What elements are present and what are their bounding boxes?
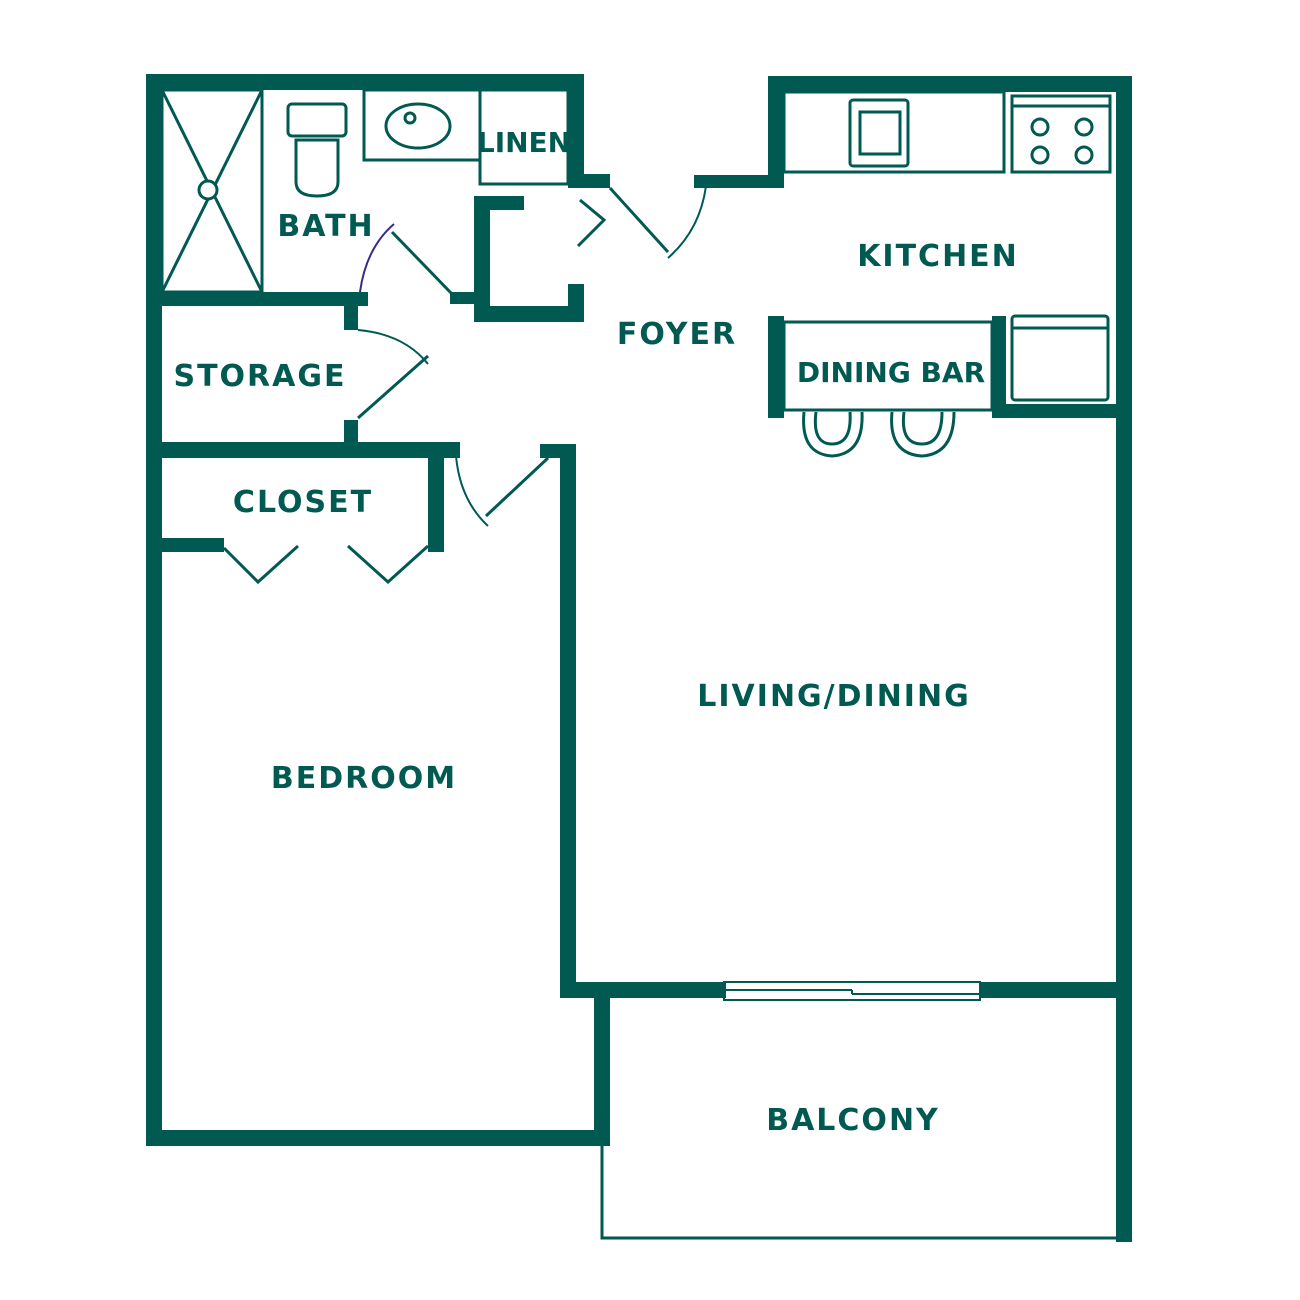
sliding-door-icon [723, 981, 981, 1001]
wall-fridge-bottom [992, 404, 1132, 418]
sink-icon [384, 102, 452, 150]
label-living-dining: LIVING/DINING [697, 679, 970, 714]
wall-top-left-right-edge [568, 74, 584, 186]
wall-storage-jamb-bottom [344, 420, 358, 446]
balcony-rail [600, 1146, 1118, 1240]
dining-bar-counter [782, 320, 994, 412]
doors [222, 176, 765, 585]
kitchen-counter [782, 90, 1006, 174]
label-foyer: FOYER [617, 317, 737, 352]
wall-living-bottom-left [560, 982, 726, 998]
stove-icon [1010, 94, 1112, 174]
wall-closet-bottom-left [162, 538, 224, 552]
entry-door [608, 186, 670, 254]
wall-bath-bottom [162, 292, 368, 306]
bath-door [390, 230, 454, 296]
wall-bedroom-door-jamb [540, 444, 576, 458]
wall-living-bottom-right [980, 982, 1132, 998]
storage-door [357, 354, 429, 420]
closet-bifold-left [222, 544, 300, 585]
wall-bedroom-right [560, 444, 576, 996]
label-closet: CLOSET [233, 485, 373, 520]
bath-door-swing [359, 223, 395, 293]
wall-foyer-top-right [694, 175, 784, 188]
wall-bedroom-bottom [146, 1130, 610, 1146]
wall-dining-bar-left [768, 316, 784, 418]
wall-linen-top-ret [474, 196, 524, 210]
label-kitchen: KITCHEN [857, 239, 1019, 274]
closet-bifold-right [346, 544, 430, 585]
linen-box [478, 88, 570, 186]
label-balcony: BALCONY [766, 1103, 940, 1138]
wall-right [1116, 76, 1132, 1242]
wall-top-right [768, 76, 1132, 92]
label-storage: STORAGE [173, 359, 346, 394]
wall-linen-bottom [474, 306, 584, 322]
wall-top-left [146, 74, 584, 90]
wall-linen-column-left [474, 196, 490, 322]
wall-closet-right [428, 442, 444, 552]
shower-icon [160, 88, 264, 294]
toilet-icon [286, 102, 348, 198]
vanity-counter [362, 88, 482, 162]
wall-left [146, 74, 162, 1146]
entry-door-swing [667, 185, 707, 259]
wall-foyer-top-left [568, 174, 610, 188]
label-dining-bar: DINING BAR [797, 356, 985, 389]
wall-fridge-left [992, 316, 1006, 418]
wall-storage-bottom [162, 442, 460, 458]
wall-balcony-left [594, 982, 610, 1146]
wall-kitchen-left [768, 76, 784, 188]
room-labels: BATH LINEN KITCHEN FOYER STORAGE DINING … [173, 126, 1019, 1138]
wall-bath-door-stop [450, 292, 474, 304]
label-linen: LINEN [477, 126, 571, 159]
linen-door [576, 198, 607, 248]
label-bath: BATH [277, 209, 374, 244]
kitchen-sink-icon [848, 98, 910, 168]
bedroom-door-swing [455, 455, 489, 527]
bedroom-door [484, 456, 550, 518]
label-bedroom: BEDROOM [271, 761, 457, 796]
entry-sidelight [705, 176, 765, 187]
refrigerator-icon [1010, 314, 1110, 402]
wall-linen-right-stub [568, 284, 584, 322]
bar-stool-icon [802, 411, 956, 458]
walls [146, 74, 1132, 1242]
wall-storage-jamb-top [344, 306, 358, 330]
storage-door-swing [357, 329, 429, 365]
